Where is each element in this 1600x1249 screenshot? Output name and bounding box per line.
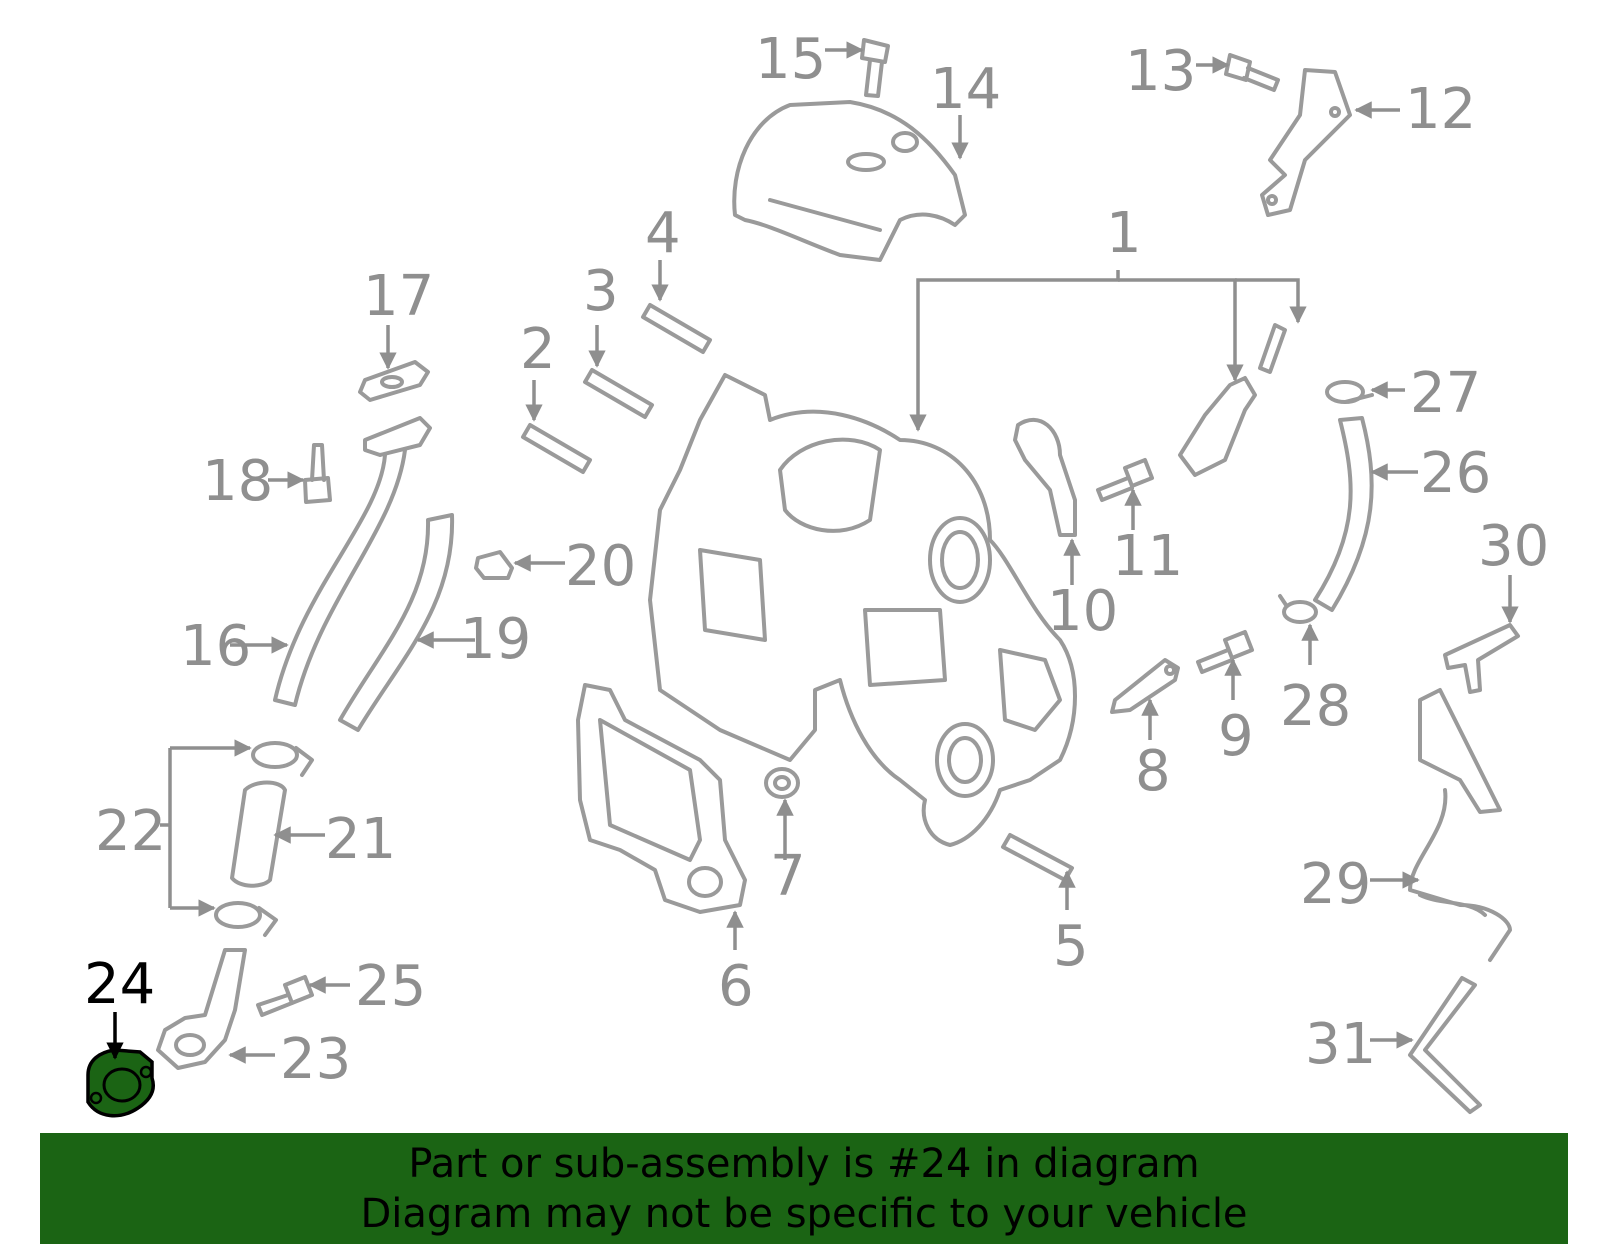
part-10-bracket xyxy=(1013,417,1077,537)
callout-6: 6 xyxy=(718,954,754,1019)
part-7-nut xyxy=(764,767,800,799)
callout-19: 19 xyxy=(460,607,531,672)
callout-22: 22 xyxy=(95,799,166,864)
part-8-bracket xyxy=(1110,658,1180,714)
callout-20: 20 xyxy=(565,534,636,599)
part-29-sensor-line xyxy=(1408,688,1512,962)
part-21-hose xyxy=(230,780,287,888)
callout-31: 31 xyxy=(1305,1012,1376,1077)
part-info-banner: Part or sub-assembly is #24 in diagram D… xyxy=(40,1133,1568,1244)
callout-15: 15 xyxy=(755,27,826,92)
part-1-actuator-rod xyxy=(1178,323,1287,477)
part-22-clamp-upper xyxy=(251,741,314,777)
part-25-bolt xyxy=(256,975,314,1017)
part-12-bracket xyxy=(1260,68,1352,217)
callout-2: 2 xyxy=(520,317,556,382)
callout-25: 25 xyxy=(355,954,426,1019)
part-11-bolt xyxy=(1096,458,1154,502)
callout-14: 14 xyxy=(930,57,1001,122)
part-28-clamp xyxy=(1278,594,1318,624)
callout-4: 4 xyxy=(645,201,681,266)
part-15-bolt xyxy=(860,38,890,98)
part-4-stud xyxy=(641,303,712,354)
callout-3: 3 xyxy=(583,259,619,324)
banner-line-1: Part or sub-assembly is #24 in diagram xyxy=(408,1141,1200,1187)
part-1-turbocharger xyxy=(648,373,1077,847)
leader-lines xyxy=(106,41,1519,1064)
callout-18: 18 xyxy=(202,449,273,514)
banner-line-2: Diagram may not be specific to your vehi… xyxy=(360,1191,1248,1237)
part-14-heat-shield xyxy=(732,100,967,262)
callout-17: 17 xyxy=(363,264,434,329)
callout-16: 16 xyxy=(180,614,251,679)
part-2-stud xyxy=(521,423,592,474)
part-19-hose xyxy=(338,513,455,732)
callout-13: 13 xyxy=(1125,39,1196,104)
part-26-hose xyxy=(1313,416,1374,612)
part-3-stud xyxy=(583,368,654,419)
part-13-bolt xyxy=(1224,53,1280,92)
callout-30: 30 xyxy=(1478,514,1549,579)
part-30-elbow xyxy=(1443,623,1520,694)
part-17-gasket xyxy=(358,360,430,402)
callout-9: 9 xyxy=(1218,704,1254,769)
callout-21: 21 xyxy=(325,807,396,872)
callout-11: 11 xyxy=(1112,524,1183,589)
callout-10: 10 xyxy=(1047,579,1118,644)
part-24-gasket-highlighted xyxy=(86,1048,155,1118)
part-18-bolt xyxy=(303,443,332,504)
callout-5: 5 xyxy=(1053,914,1089,979)
part-5-stud xyxy=(1001,833,1074,882)
callout-24: 24 xyxy=(84,952,155,1017)
part-20-clip xyxy=(474,550,514,580)
callout-26: 26 xyxy=(1420,441,1491,506)
callout-1: 1 xyxy=(1106,201,1142,266)
callout-29: 29 xyxy=(1300,852,1371,917)
part-27-clamp xyxy=(1325,380,1374,404)
callout-8: 8 xyxy=(1135,739,1171,804)
part-22-clamp-lower xyxy=(214,901,278,937)
callout-labels: 1 2 3 4 5 6 7 8 9 10 11 12 13 14 15 16 1… xyxy=(84,27,1549,1092)
part-6-gasket xyxy=(576,683,747,914)
callout-23: 23 xyxy=(280,1027,351,1092)
part-31-bracket xyxy=(1408,976,1482,1114)
part-23-pipe xyxy=(156,948,247,1070)
callout-27: 27 xyxy=(1410,361,1481,426)
callout-12: 12 xyxy=(1405,77,1476,142)
callout-7: 7 xyxy=(770,844,806,909)
callout-28: 28 xyxy=(1280,674,1351,739)
part-9-bolt xyxy=(1196,630,1254,674)
part-16-oil-feed-line xyxy=(273,416,432,707)
